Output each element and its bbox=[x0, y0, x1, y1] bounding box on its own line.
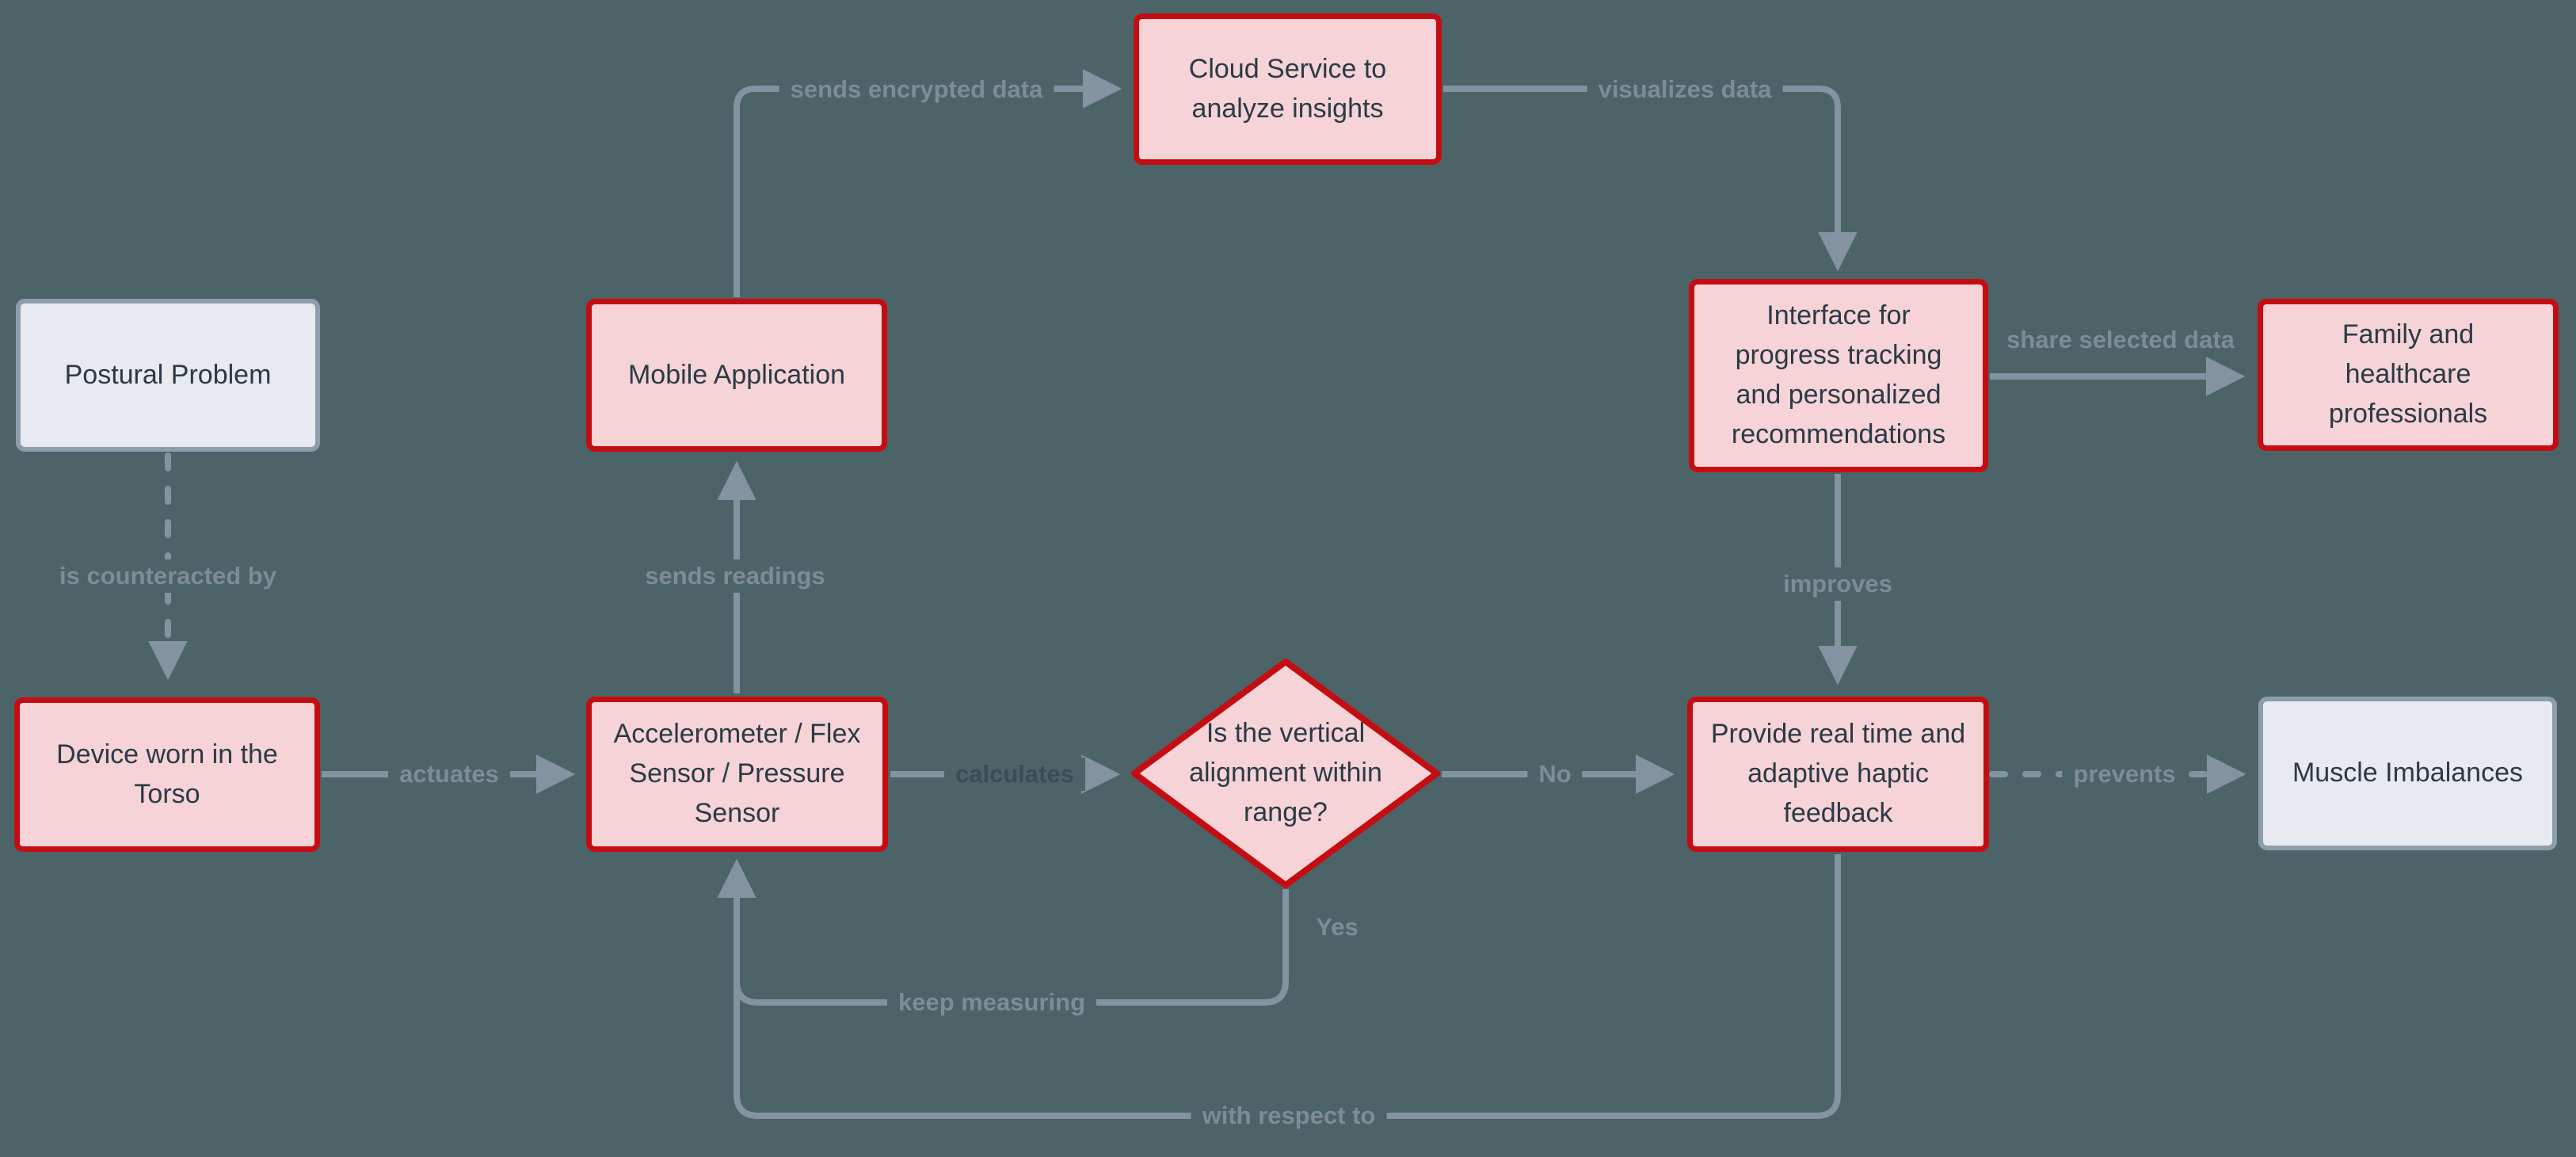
node-decision-alignment: Is the vertical alignment within range? bbox=[1189, 718, 1382, 827]
edge-label-sends-encrypted-data: sends encrypted data bbox=[779, 73, 1054, 106]
edge-label-actuates: actuates bbox=[388, 758, 510, 791]
edge-visualizes-data bbox=[1443, 86, 1858, 272]
edge-label-is-counteracted-by: is counteracted by bbox=[48, 559, 288, 593]
node-interface-progress: Interface for progress tracking and pers… bbox=[1689, 279, 1988, 472]
edge-yes-keep-measuring bbox=[717, 858, 1289, 1006]
edge-label-sends-readings: sends readings bbox=[634, 559, 836, 593]
node-haptic-feedback: Provide real time and adaptive haptic fe… bbox=[1687, 697, 1989, 852]
node-family-professionals: Family and healthcare professionals bbox=[2258, 299, 2559, 451]
node-device-worn: Device worn in the Torso bbox=[14, 697, 320, 852]
edge-label-with-respect-to: with respect to bbox=[1191, 1099, 1387, 1132]
edge-label-visualizes-data: visualizes data bbox=[1587, 73, 1783, 106]
decision-diamond-shape bbox=[1131, 659, 1440, 888]
edge-label-improves: improves bbox=[1772, 567, 1903, 601]
node-mobile-application: Mobile Application bbox=[586, 299, 887, 452]
node-cloud-service: Cloud Service to analyze insights bbox=[1134, 13, 1442, 165]
edge-sends-encrypted-data bbox=[734, 69, 1122, 297]
edge-label-no: No bbox=[1527, 758, 1583, 791]
edge-label-share-selected-data: share selected data bbox=[1995, 323, 2246, 357]
edge-label-prevents: prevents bbox=[2062, 758, 2187, 791]
edge-label-keep-measuring: keep measuring bbox=[886, 986, 1097, 1019]
edge-label-calculates: calculates bbox=[944, 758, 1085, 791]
node-postural-problem: Postural Problem bbox=[16, 299, 320, 452]
node-muscle-imbalances: Muscle Imbalances bbox=[2258, 697, 2557, 850]
edge-label-yes: Yes bbox=[1305, 911, 1370, 944]
node-accelerometer-sensors: Accelerometer / Flex Sensor / Pressure S… bbox=[586, 697, 888, 852]
